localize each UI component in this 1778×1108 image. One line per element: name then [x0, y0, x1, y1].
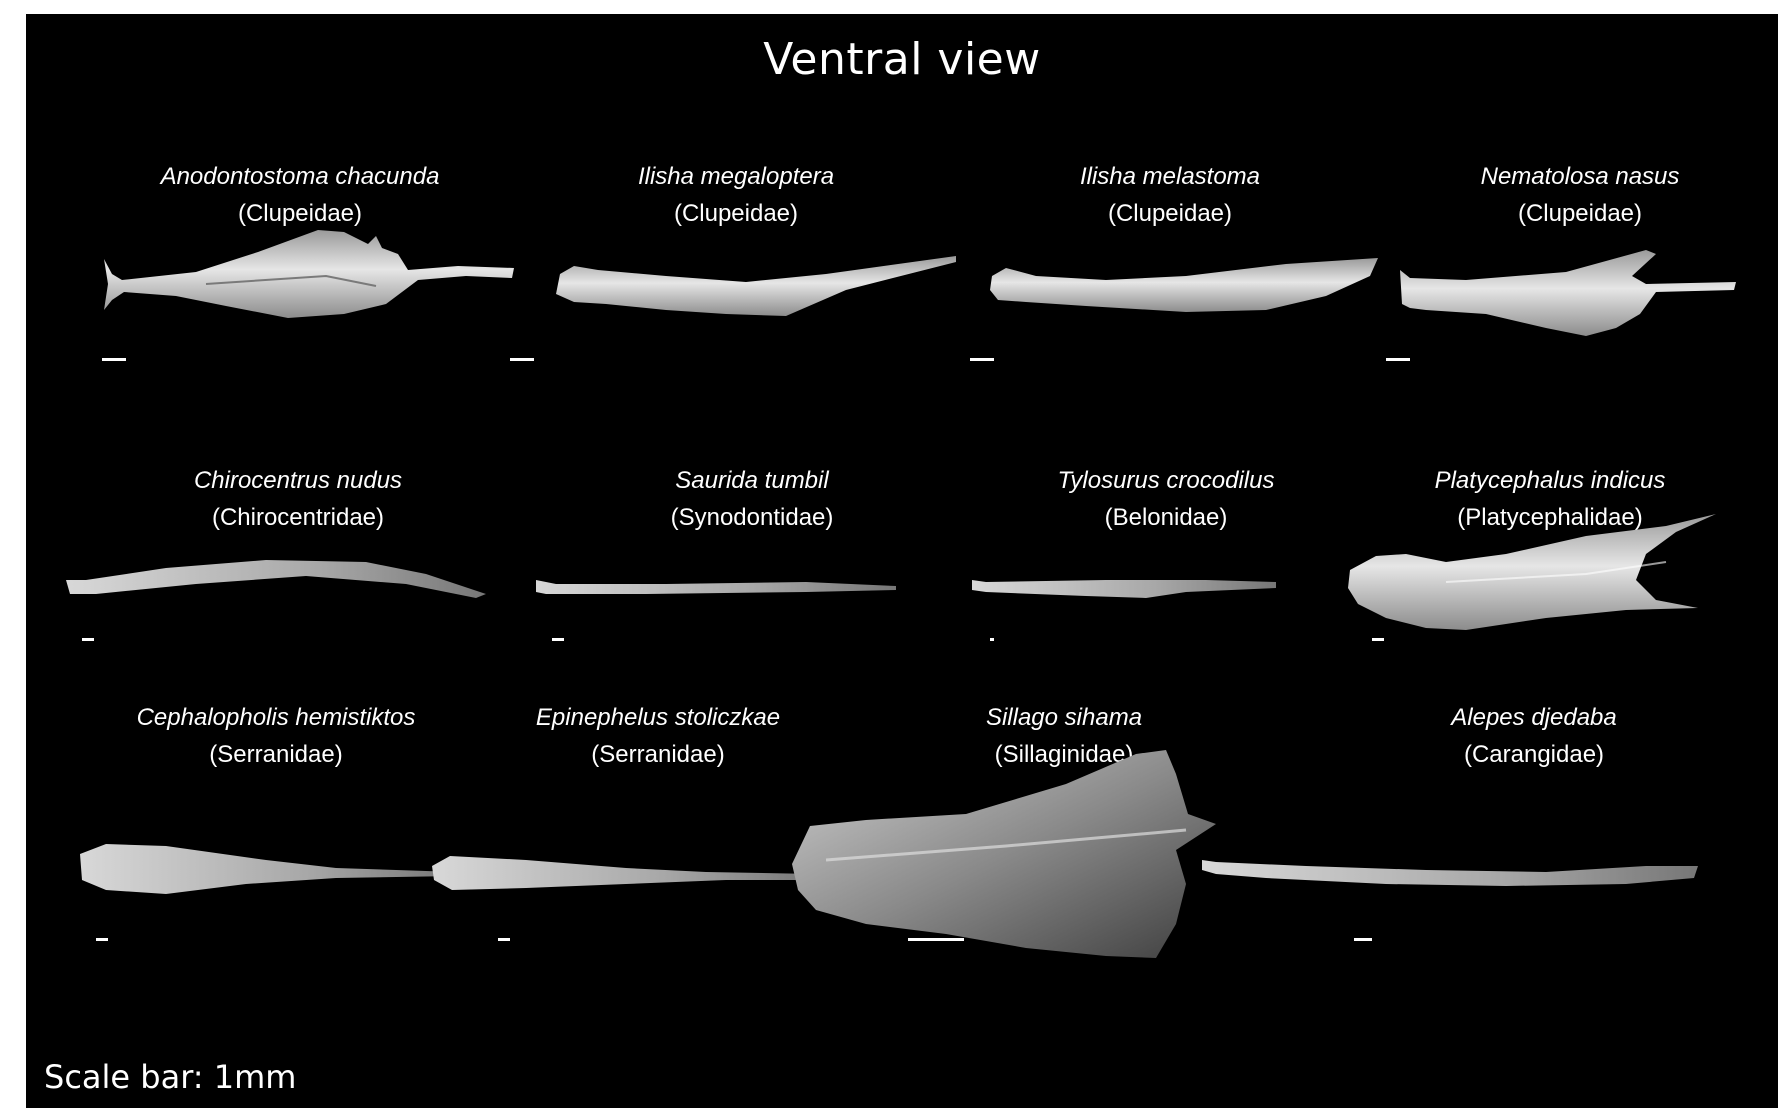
specimen-image-ilisha-melastoma — [990, 258, 1378, 312]
specimen-label: Anodontostoma chacunda (Clupeidae) — [90, 158, 510, 232]
specimen-label: Platycephalus indicus (Platycephalidae) — [1340, 462, 1760, 536]
specimen-image-chirocentrus — [66, 560, 486, 598]
specimen-image-sillago — [792, 750, 1216, 958]
specimen-image-anodontostoma — [104, 230, 514, 318]
family-name: (Sillaginidae) — [994, 741, 1134, 768]
family-name: (Clupeidae) — [1517, 200, 1643, 227]
species-name: Sillago sihama — [985, 704, 1143, 731]
specimen-image-nematolosa — [1400, 250, 1736, 336]
specimen-image-epinephelus — [432, 856, 816, 890]
specimen-image-alepes — [1202, 860, 1698, 886]
specimen-photos — [66, 230, 1736, 958]
species-name: Cephalopholis hemistiktos — [136, 704, 416, 731]
specimen-label: Ilisha megaloptera (Clupeidae) — [526, 158, 946, 232]
scale-bar — [102, 358, 126, 361]
specimen-image-saurida — [536, 580, 896, 594]
family-name: (Synodontidae) — [670, 504, 834, 531]
specimen-image-tylosurus — [972, 580, 1276, 598]
specimen-label: Ilisha melastoma (Clupeidae) — [960, 158, 1380, 232]
specimen-image-cephalopholis — [80, 844, 456, 894]
plate-title: Ventral view — [763, 34, 1041, 85]
specimen-label: Sillago sihama (Sillaginidae) — [854, 699, 1274, 773]
specimen-label: Tylosurus crocodilus (Belonidae) — [956, 462, 1376, 536]
specimen-label: Chirocentrus nudus (Chirocentridae) — [88, 462, 508, 536]
scale-bar — [498, 938, 510, 941]
family-name: (Clupeidae) — [1107, 200, 1233, 227]
scale-bar — [1354, 938, 1372, 941]
scale-bar — [96, 938, 108, 941]
specimen-label: Cephalopholis hemistiktos (Serranidae) — [66, 699, 486, 773]
scale-bar — [82, 638, 94, 641]
scale-bar — [1386, 358, 1410, 361]
scale-bar — [552, 638, 564, 641]
family-name: (Chirocentridae) — [211, 504, 385, 531]
family-name: (Carangidae) — [1463, 741, 1605, 768]
scale-bar — [970, 358, 994, 361]
family-name: (Platycephalidae) — [1457, 504, 1643, 531]
family-name: (Serranidae) — [591, 741, 725, 768]
specimen-label: Nematolosa nasus (Clupeidae) — [1370, 158, 1778, 232]
specimen-plate: Ventral view Anodontostoma chacunda (Clu… — [26, 14, 1778, 1108]
specimen-label: Alepes djedaba (Carangidae) — [1324, 699, 1744, 773]
specimen-image-ilisha-megaloptera — [556, 256, 956, 316]
specimen-label: Saurida tumbil (Synodontidae) — [542, 462, 962, 536]
scale-bar — [510, 358, 534, 361]
scale-note: Scale bar: 1mm — [44, 1058, 297, 1096]
family-name: (Serranidae) — [209, 741, 343, 768]
species-name: Ilisha megaloptera — [637, 163, 835, 190]
scale-bar — [908, 938, 964, 941]
scale-bar — [990, 638, 994, 641]
species-name: Tylosurus crocodilus — [1057, 467, 1275, 494]
specimen-label: Epinephelus stoliczkae (Serranidae) — [448, 699, 868, 773]
species-name: Nematolosa nasus — [1480, 163, 1680, 190]
species-name: Alepes djedaba — [1451, 704, 1617, 731]
family-name: (Clupeidae) — [673, 200, 799, 227]
specimen-image-platycephalus — [1348, 514, 1716, 630]
scale-bar — [1372, 638, 1384, 641]
family-name: (Belonidae) — [1104, 504, 1228, 531]
species-name: Saurida tumbil — [675, 467, 829, 494]
species-name: Ilisha melastoma — [1079, 163, 1261, 190]
species-name: Anodontostoma chacunda — [160, 163, 440, 190]
family-name: (Clupeidae) — [237, 200, 363, 227]
species-name: Epinephelus stoliczkae — [535, 704, 781, 731]
species-name: Chirocentrus nudus — [193, 467, 403, 494]
species-name: Platycephalus indicus — [1434, 467, 1666, 494]
